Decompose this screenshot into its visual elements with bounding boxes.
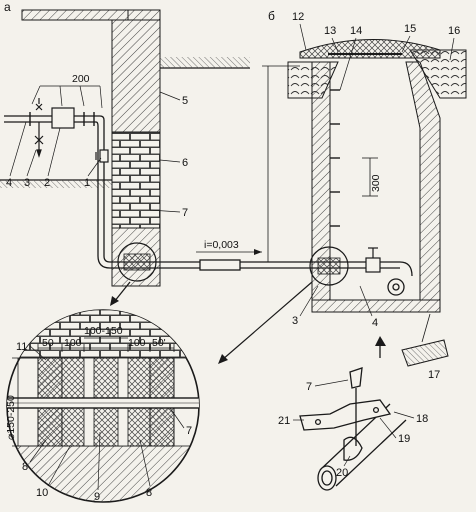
panel-a: а [0,0,250,306]
water-meter [51,107,75,129]
panel-b: б 300 [218,9,467,364]
callout-6: 6 [182,157,188,169]
brick-foundation [111,131,161,229]
riser-valve [95,149,109,163]
callout-8a: 8 [22,461,28,473]
dimension-50-right: 50' [152,337,166,349]
well-wall-right [405,61,441,301]
callout-18: 18 [416,413,428,425]
callout-17: 17 [428,369,440,381]
slope-label: i=0,003 [204,239,239,251]
dimension-50-left: 50 [42,337,54,349]
street-pipe [199,259,312,271]
detail-circle-b [309,246,349,286]
callout-4b: 4 [372,317,378,329]
drain-valve [34,122,44,158]
callout-7c: 7 [306,381,312,393]
callout-12: 12 [292,11,304,23]
detail-circle-a [117,242,157,282]
callout-11: 11 [16,341,27,353]
dimension-200: 200 [72,73,90,85]
valve-top [35,98,43,111]
callout-21: 21 [278,415,290,427]
dimension-100-150: 100-150 [84,325,123,337]
well-cover [299,38,441,59]
ceiling-slab [21,9,129,21]
penetration-detail: 100-150 50 100 100 50' ⌀150-250 11 8 10 … [5,309,200,503]
clamp-detail [299,367,407,491]
callout-2: 2 [44,177,50,189]
ladder-rungs [330,89,340,227]
dimension-diameter: ⌀150-250 [5,395,17,440]
callout-5: 5 [182,95,188,107]
upper-wall [111,19,161,133]
well-bottom [311,299,441,313]
callout-16: 16 [448,25,460,37]
callout-1: 1 [84,177,90,189]
callout-20: 20 [336,467,348,479]
callout-13: 13 [324,25,336,37]
callout-19: 19 [398,433,410,445]
callout-3a: 3 [24,177,30,189]
bracket-detail: 17 [375,313,449,381]
callout-7b: 7 [186,425,192,437]
callout-9: 9 [94,491,100,503]
well-valve [365,247,381,273]
dimension-100-left: 100 [64,337,82,349]
callout-14: 14 [350,25,362,37]
callout-7a: 7 [182,207,188,219]
callout-4a: 4 [6,177,12,189]
callout-10: 10 [36,487,48,499]
callout-3b: 3 [292,315,298,327]
inlet-pipe [4,115,200,269]
panel-label-a: а [4,0,11,14]
dimension-300: 300 [370,174,382,192]
callout-8b: 8 [146,487,152,499]
dimension-100-right: 100 [128,337,146,349]
panel-label-b: б [268,9,275,23]
callout-15: 15 [404,23,416,35]
